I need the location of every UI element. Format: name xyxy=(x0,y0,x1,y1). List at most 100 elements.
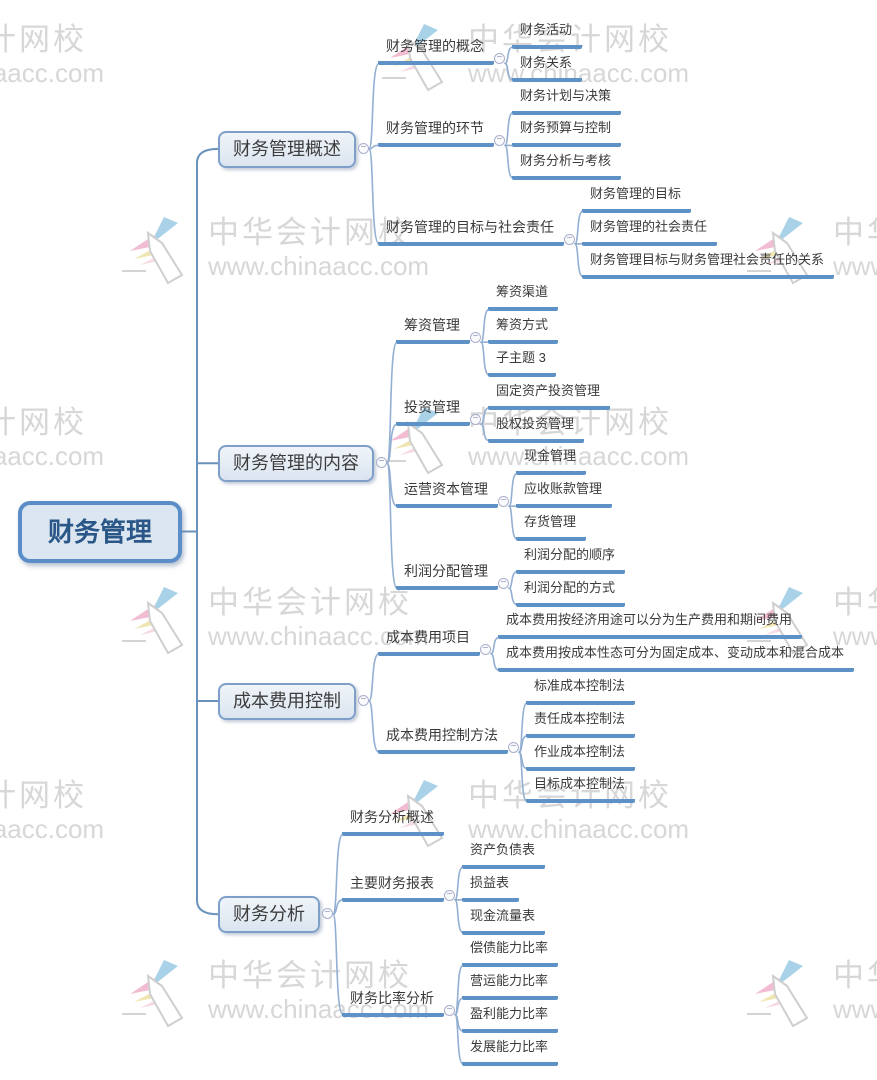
branch-topic[interactable]: 财务管理的内容 xyxy=(218,445,374,483)
watermark-url: www.chinaacc.com xyxy=(0,58,105,88)
watermark-brand: 中华会计网校 xyxy=(833,585,877,620)
collapse-toggle[interactable]: − xyxy=(376,456,387,469)
subtopic[interactable]: 财务分析概述 xyxy=(342,808,444,837)
collapse-toggle[interactable]: − xyxy=(508,741,519,754)
watermark-brand: 中华会计网校 xyxy=(0,22,87,57)
subtopic[interactable]: 成本费用项目 xyxy=(378,628,480,656)
leaf-topic[interactable]: 目标成本控制法 xyxy=(526,776,636,804)
subtopic[interactable]: 财务比率分析 xyxy=(342,989,444,1017)
watermark-brand: 中华会计网校 xyxy=(0,405,87,440)
minus-icon: − xyxy=(446,1003,453,1015)
leaf-topic[interactable]: 存货管理 xyxy=(516,514,587,541)
leaf-topic[interactable]: 财务关系 xyxy=(512,55,583,82)
leaf-topic[interactable]: 财务管理的目标 xyxy=(582,186,692,213)
leaf-topic[interactable]: 作业成本控制法 xyxy=(526,744,636,771)
minus-icon: − xyxy=(446,888,453,900)
minus-icon: − xyxy=(482,642,489,654)
branch-topic[interactable]: 成本费用控制 xyxy=(218,683,356,720)
minus-icon: − xyxy=(496,52,503,64)
watermark-brand: 中华会计网校 xyxy=(0,778,87,813)
leaf-topic[interactable]: 损益表 xyxy=(462,875,520,902)
subtopic[interactable]: 筹资管理 xyxy=(396,316,470,345)
collapse-toggle[interactable]: − xyxy=(498,495,509,508)
watermark-url: www.chinaacc.com xyxy=(0,814,105,844)
minus-icon: − xyxy=(496,134,503,146)
brand-logo-icon xyxy=(122,960,184,1028)
branch-topic[interactable]: 财务分析 xyxy=(218,896,320,934)
leaf-topic[interactable]: 利润分配的顺序 xyxy=(516,547,626,574)
subtopic[interactable]: 财务管理的环节 xyxy=(378,119,494,148)
watermark-brand: 中华会计网校 xyxy=(833,215,877,250)
collapse-toggle[interactable]: − xyxy=(322,907,333,920)
leaf-topic[interactable]: 发展能力比率 xyxy=(462,1039,559,1066)
leaf-topic[interactable]: 成本费用按经济用途可以分为生产费用和期间费用 xyxy=(498,612,803,640)
collapse-toggle[interactable]: − xyxy=(494,134,505,147)
leaf-topic[interactable]: 财务预算与控制 xyxy=(512,120,622,148)
branch-topic[interactable]: 财务管理概述 xyxy=(218,130,356,168)
subtopic[interactable]: 利润分配管理 xyxy=(396,562,498,591)
collapse-toggle[interactable]: − xyxy=(358,141,369,154)
collapse-toggle[interactable]: − xyxy=(564,233,575,245)
minus-icon: − xyxy=(472,331,479,343)
collapse-toggle[interactable]: − xyxy=(480,642,491,655)
subtopic[interactable]: 投资管理 xyxy=(396,398,470,427)
watermark-url: www.chinaacc.com xyxy=(0,441,105,471)
collapse-toggle[interactable]: − xyxy=(358,695,369,706)
minus-icon: − xyxy=(472,413,479,425)
watermark-brand: 中华会计网校 xyxy=(208,585,412,620)
subtopic[interactable]: 成本费用控制方法 xyxy=(378,726,508,755)
leaf-topic[interactable]: 股权投资管理 xyxy=(488,416,585,443)
collapse-toggle[interactable]: − xyxy=(470,331,481,344)
collapse-toggle[interactable]: − xyxy=(498,578,509,590)
leaf-topic[interactable]: 标准成本控制法 xyxy=(526,678,636,705)
leaf-topic[interactable]: 财务管理的社会责任 xyxy=(582,219,718,246)
minus-icon: − xyxy=(510,741,517,753)
minus-icon: − xyxy=(360,141,367,153)
leaf-topic[interactable]: 盈利能力比率 xyxy=(462,1006,559,1033)
watermark-url: www.chinaacc.com xyxy=(833,994,877,1024)
leaf-topic[interactable]: 财务分析与考核 xyxy=(512,153,622,181)
leaf-topic[interactable]: 偿债能力比率 xyxy=(462,940,559,968)
collapse-toggle[interactable]: − xyxy=(444,1003,455,1016)
minus-icon: − xyxy=(360,694,367,705)
collapse-toggle[interactable]: − xyxy=(470,413,481,426)
collapse-toggle[interactable]: − xyxy=(444,888,455,901)
leaf-topic[interactable]: 营运能力比率 xyxy=(462,973,559,1001)
subtopic[interactable]: 财务管理的目标与社会责任 xyxy=(378,218,564,246)
leaf-topic[interactable]: 资产负债表 xyxy=(462,842,546,869)
leaf-topic[interactable]: 责任成本控制法 xyxy=(526,711,636,738)
minus-icon: − xyxy=(324,907,331,919)
leaf-topic[interactable]: 现金流量表 xyxy=(462,908,546,935)
subtopic[interactable]: 运营资本管理 xyxy=(396,480,498,509)
leaf-topic[interactable]: 固定资产投资管理 xyxy=(488,383,611,410)
leaf-topic[interactable]: 利润分配的方式 xyxy=(516,580,626,607)
leaf-topic[interactable]: 筹资方式 xyxy=(488,317,559,345)
root-topic[interactable]: 财务管理 xyxy=(18,500,183,563)
brand-logo-icon xyxy=(122,587,184,655)
leaf-topic[interactable]: 应收账款管理 xyxy=(516,481,613,509)
leaf-topic[interactable]: 筹资渠道 xyxy=(488,284,559,312)
leaf-topic[interactable]: 财务计划与决策 xyxy=(512,88,622,115)
watermark-url: www.chinaacc.com xyxy=(208,251,430,281)
leaf-topic[interactable]: 成本费用按成本性态可分为固定成本、变动成本和混合成本 xyxy=(498,645,855,673)
minus-icon: − xyxy=(500,495,507,507)
watermark-brand: 中华会计网校 xyxy=(833,958,877,993)
leaf-topic[interactable]: 子主题 3 xyxy=(488,350,556,377)
leaf-topic[interactable]: 现金管理 xyxy=(516,448,587,476)
subtopic[interactable]: 财务管理的概念 xyxy=(378,37,494,66)
collapse-toggle[interactable]: − xyxy=(494,52,505,65)
watermark-url: www.chinaacc.com xyxy=(833,251,877,281)
subtopic[interactable]: 主要财务报表 xyxy=(342,874,444,902)
leaf-topic[interactable]: 财务活动 xyxy=(512,22,583,49)
minus-icon: − xyxy=(378,456,385,468)
leaf-topic[interactable]: 财务管理目标与财务管理社会责任的关系 xyxy=(582,252,835,279)
